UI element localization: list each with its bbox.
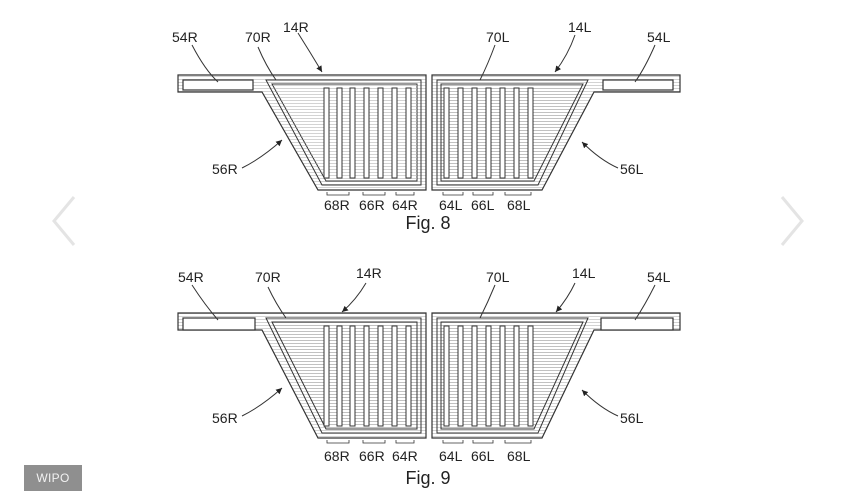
label-68R: 68R — [324, 197, 350, 213]
chevron-left-icon — [52, 196, 76, 246]
label-64L: 64L — [439, 197, 463, 213]
label-64R: 64R — [392, 448, 418, 464]
label-56R: 56R — [212, 410, 238, 426]
label-64R: 64R — [392, 197, 418, 213]
previous-image-button[interactable] — [48, 193, 80, 249]
figure-caption: Fig. 9 — [405, 468, 450, 488]
wipo-badge: WIPO — [24, 465, 82, 491]
label-70L: 70L — [486, 269, 510, 285]
label-70R: 70R — [245, 29, 271, 45]
label-66L: 66L — [471, 448, 495, 464]
panel-left — [431, 74, 681, 191]
label-56R: 56R — [212, 161, 238, 177]
panel-right — [177, 312, 427, 439]
label-70R: 70R — [255, 269, 281, 285]
figure-caption: Fig. 8 — [405, 213, 450, 233]
label-66R: 66R — [359, 197, 385, 213]
label-14R: 14R — [283, 19, 309, 35]
label-68L: 68L — [507, 448, 531, 464]
label-54L: 54L — [647, 29, 671, 45]
figure-9: 54R 70R 14R 70L 14L 54L 56R 56L 68R 66R … — [177, 265, 681, 488]
label-66L: 66L — [471, 197, 495, 213]
label-54R: 54R — [178, 269, 204, 285]
label-56L: 56L — [620, 161, 644, 177]
figure-8: 54R 70R 14R 70L 14L 54L 56R 56L 68R 66R … — [172, 19, 681, 233]
label-54L: 54L — [647, 269, 671, 285]
label-14L: 14L — [568, 19, 592, 35]
label-66R: 66R — [359, 448, 385, 464]
next-image-button[interactable] — [776, 193, 808, 249]
label-68R: 68R — [324, 448, 350, 464]
panel-left — [431, 312, 681, 439]
label-70L: 70L — [486, 29, 510, 45]
chevron-right-icon — [780, 196, 804, 246]
label-56L: 56L — [620, 410, 644, 426]
label-54R: 54R — [172, 29, 198, 45]
panel-right — [177, 74, 427, 191]
label-64L: 64L — [439, 448, 463, 464]
label-14L: 14L — [572, 265, 596, 281]
label-68L: 68L — [507, 197, 531, 213]
label-14R: 14R — [356, 265, 382, 281]
